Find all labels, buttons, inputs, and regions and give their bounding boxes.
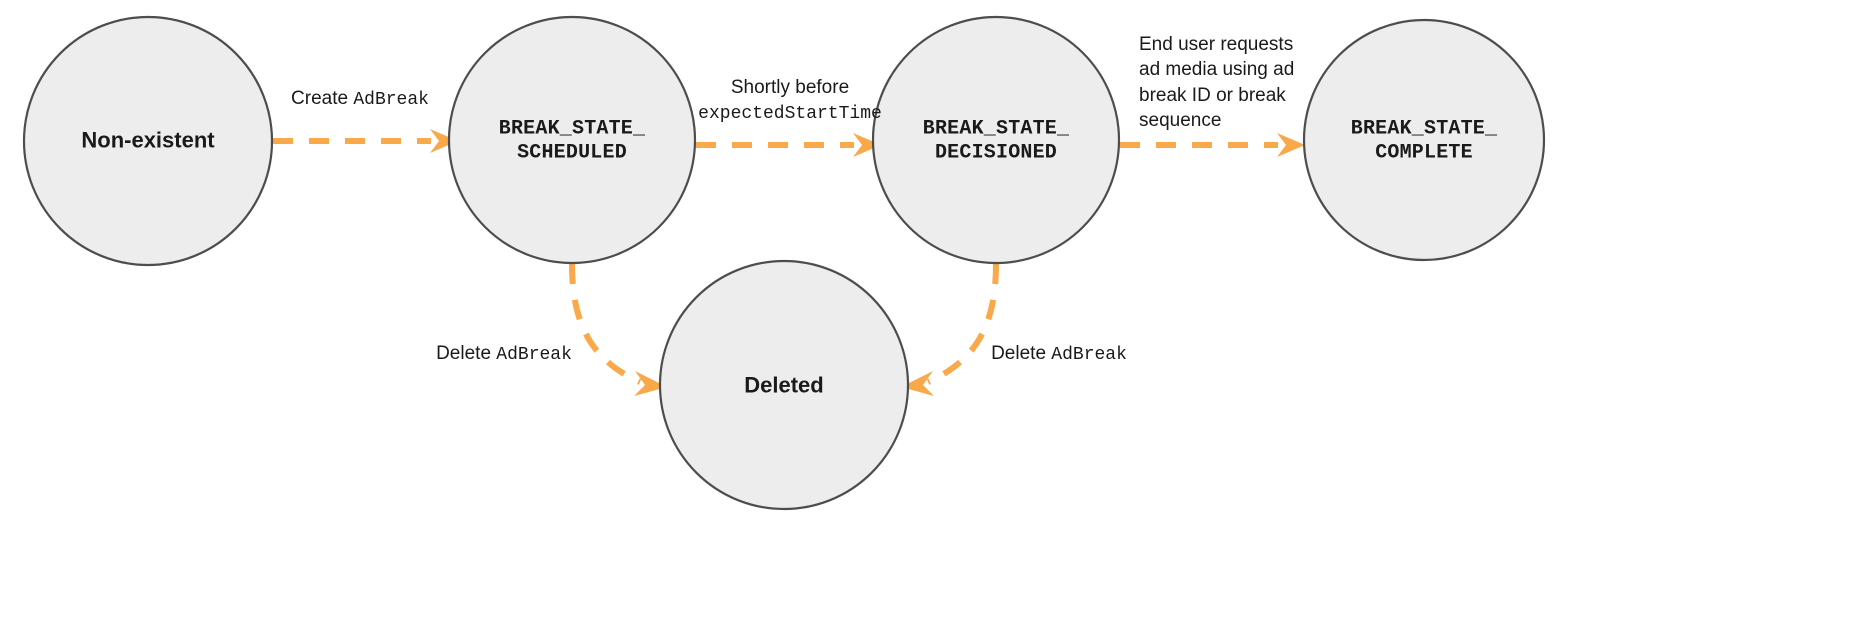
edge-delete-from-scheduled xyxy=(569,263,667,396)
edge-delete-from-scheduled-arrowhead xyxy=(634,371,667,396)
edge-create-adbreak xyxy=(273,129,458,153)
edge-end-user-requests xyxy=(1120,133,1305,157)
edge-shortly-before xyxy=(696,133,881,157)
node-deleted[interactable] xyxy=(658,259,910,511)
node-break-state-decisioned[interactable] xyxy=(871,15,1121,265)
edge-delete-from-scheduled-line xyxy=(569,263,642,385)
node-break-state-scheduled[interactable] xyxy=(447,15,697,265)
node-non-existent[interactable] xyxy=(22,15,274,267)
edge-shortly-before-arrowhead xyxy=(853,133,881,157)
edge-delete-from-decisioned xyxy=(901,263,999,396)
edge-end-user-requests-arrowhead xyxy=(1277,133,1305,157)
edge-create-adbreak-arrowhead xyxy=(430,129,458,153)
edge-delete-from-decisioned-line xyxy=(926,263,999,385)
edge-delete-from-decisioned-arrowhead xyxy=(901,371,934,396)
node-break-state-complete[interactable] xyxy=(1302,18,1546,262)
